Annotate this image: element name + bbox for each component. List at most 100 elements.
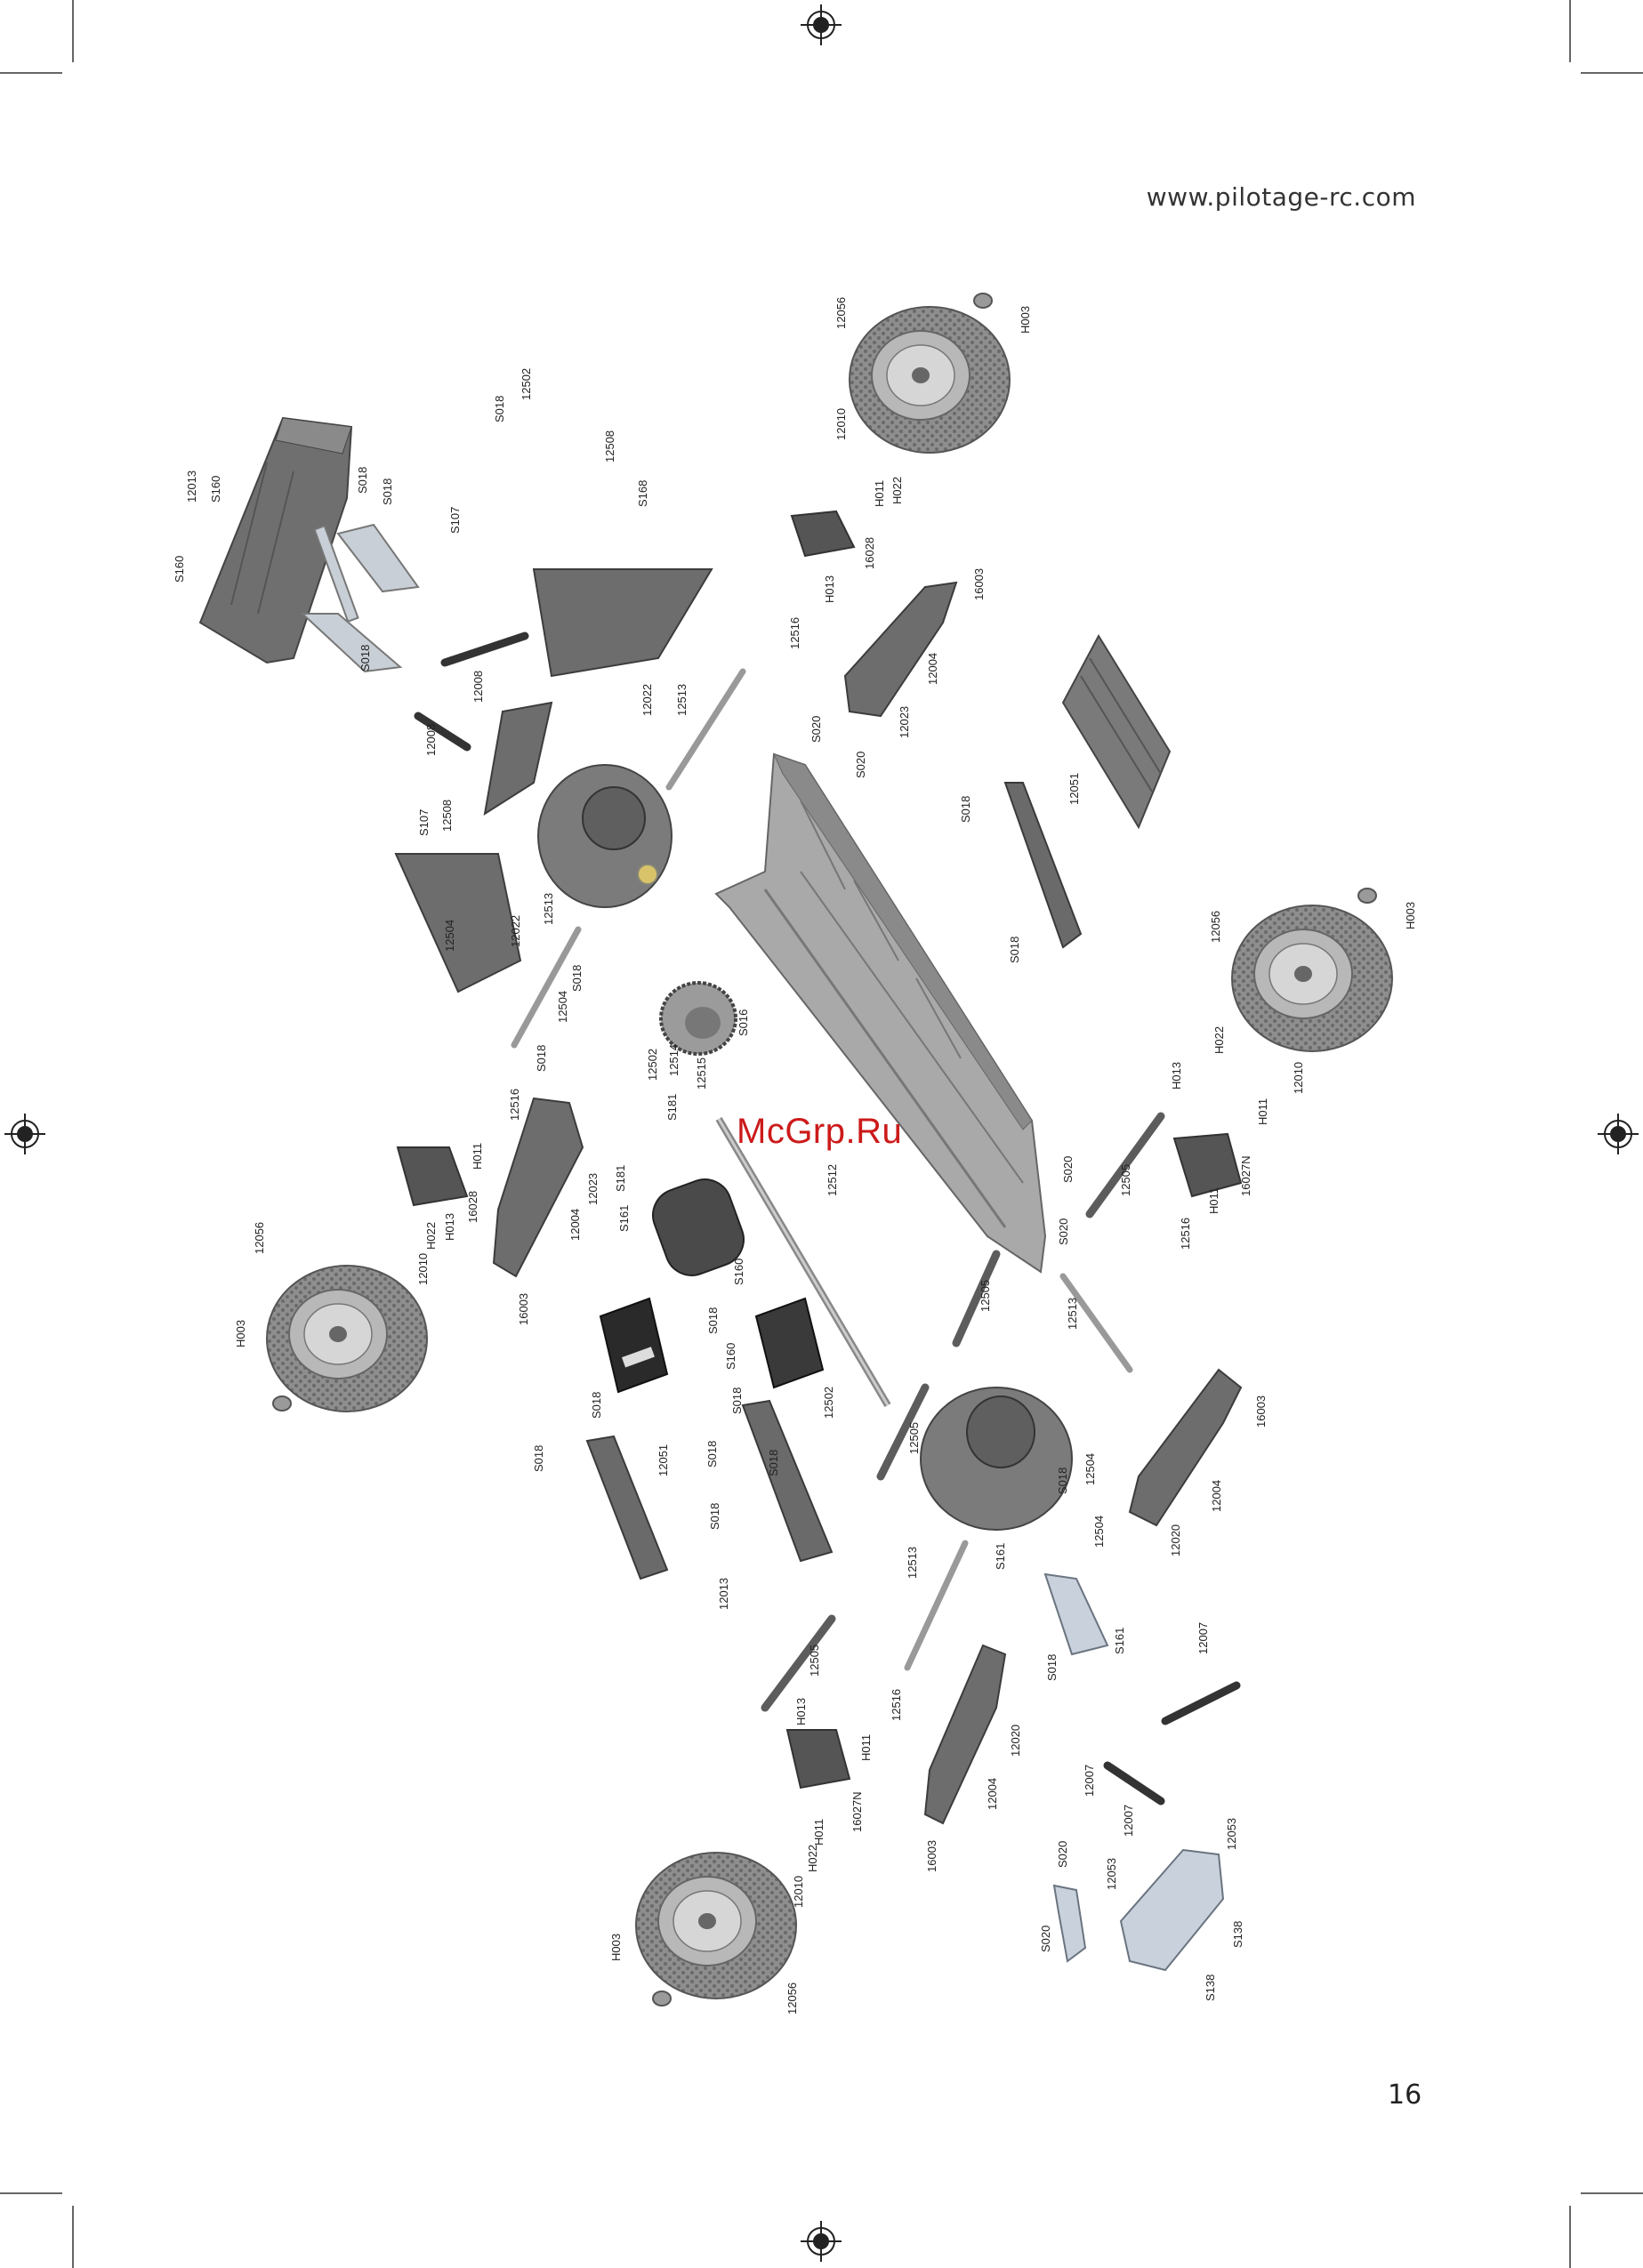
part-label-12515: 12515 [695,1058,708,1090]
part-label-h003: H003 [609,1934,623,1961]
part-label-12013: 12013 [185,470,198,503]
part-label-s018: S018 [705,1441,719,1468]
part-label-s107: S107 [448,507,462,534]
main-chassis [714,752,1047,1274]
part-label-12004: 12004 [926,653,939,685]
part-label-12004: 12004 [986,1778,999,1810]
part-label-h011: H011 [812,1819,826,1846]
part-label-s138: S138 [1231,1921,1244,1948]
rear-wing [198,416,353,664]
part-label-12010: 12010 [416,1253,430,1285]
part-label-h003: H003 [1019,306,1032,334]
part-label-12022: 12022 [640,684,654,716]
part-label-12502: 12502 [822,1387,835,1419]
wheel-mid-right [1231,905,1393,1052]
part-label-12020: 12020 [1169,1524,1182,1556]
part-label-s018: S018 [1056,1468,1069,1494]
part-label-16028: 16028 [466,1191,479,1223]
part-label-s138: S138 [1204,1974,1217,2001]
part-label-h011: H011 [1256,1098,1269,1125]
part-label-s018: S018 [1045,1654,1059,1681]
part-label-s018: S018 [532,1445,545,1472]
part-label-s160: S160 [209,476,222,503]
part-label-s160: S160 [724,1343,737,1370]
part-label-s016: S016 [737,1009,750,1036]
part-label-12051: 12051 [1067,773,1081,805]
registration-mark-bottom [801,2221,842,2262]
part-label-h011: H011 [859,1734,873,1761]
part-label-s161: S161 [1113,1628,1126,1654]
front-gearbox [537,764,673,908]
part-label-12013: 12013 [717,1578,730,1610]
part-label-12020: 12020 [1009,1725,1022,1757]
part-label-s018: S018 [767,1450,780,1476]
part-label-12516: 12516 [890,1689,903,1721]
motor [652,1178,745,1276]
part-label-12505: 12505 [1119,1164,1132,1196]
part-label-12505: 12505 [979,1280,992,1312]
part-label-h003: H003 [1404,902,1417,929]
part-label-12513: 12513 [675,684,689,716]
part-label-12051: 12051 [656,1444,670,1476]
part-label-s020: S020 [1057,1218,1070,1245]
wheel-top-right [849,306,1011,454]
part-label-h022: H022 [890,477,904,504]
esc-unit [599,1297,669,1394]
part-label-12023: 12023 [898,706,911,738]
website-url[interactable]: www.pilotage-rc.com [1146,182,1416,212]
part-label-h013: H013 [794,1698,808,1725]
part-label-s181: S181 [614,1165,627,1192]
page-number: 16 [1388,2079,1422,2111]
part-label-12504: 12504 [443,920,456,952]
part-label-s018: S018 [708,1503,721,1530]
shocks [414,631,1241,1806]
steering-servo [754,1297,825,1389]
part-label-12516: 12516 [508,1089,521,1121]
part-label-12010: 12010 [834,408,848,440]
wheel-mid-left [266,1265,428,1412]
wing-mount [300,523,420,673]
part-label-12504: 12504 [556,991,569,1023]
registration-mark-left [4,1114,45,1154]
part-label-h013: H013 [443,1213,456,1241]
part-label-s020: S020 [809,716,823,743]
part-label-12004: 12004 [1210,1480,1223,1512]
part-label-s018: S018 [381,479,394,505]
part-label-s161: S161 [994,1543,1007,1570]
part-label-s018: S018 [570,965,584,992]
part-label-s107: S107 [417,809,431,836]
part-label-12056: 12056 [253,1222,266,1254]
part-label-s020: S020 [1056,1841,1069,1868]
part-label-s018: S018 [706,1307,720,1334]
part-label-12004: 12004 [568,1209,582,1241]
part-label-h022: H022 [424,1222,438,1250]
part-label-12516: 12516 [1179,1218,1192,1250]
part-label-12056: 12056 [1209,911,1222,943]
side-plates [585,782,1083,1580]
registration-mark-top [801,4,842,45]
battery-tray [1061,633,1172,830]
wheel-nuts [272,293,1377,2007]
part-label-12502: 12502 [646,1049,659,1081]
part-label-h022: H022 [806,1845,819,1872]
part-label-h011: H011 [471,1143,484,1170]
part-label-12056: 12056 [785,1982,799,2015]
part-label-16003: 16003 [925,1840,938,1872]
part-label-12008: 12008 [424,724,438,756]
part-label-12023: 12023 [586,1173,600,1205]
spur-gear [659,981,737,1056]
part-label-12053: 12053 [1225,1818,1238,1850]
watermark-text: McGrp.Ru [737,1112,903,1151]
part-label-12502: 12502 [519,368,533,400]
part-label-16003: 16003 [517,1293,530,1325]
part-label-h011: H011 [1207,1187,1220,1214]
part-label-12508: 12508 [603,430,616,462]
part-label-12007: 12007 [1196,1622,1210,1654]
part-label-12010: 12010 [1292,1062,1305,1094]
part-label-s020: S020 [854,752,867,778]
part-label-12513: 12513 [906,1547,919,1579]
part-label-12007: 12007 [1122,1805,1135,1837]
part-label-12010: 12010 [792,1876,805,1908]
part-label-12505: 12505 [907,1422,921,1454]
